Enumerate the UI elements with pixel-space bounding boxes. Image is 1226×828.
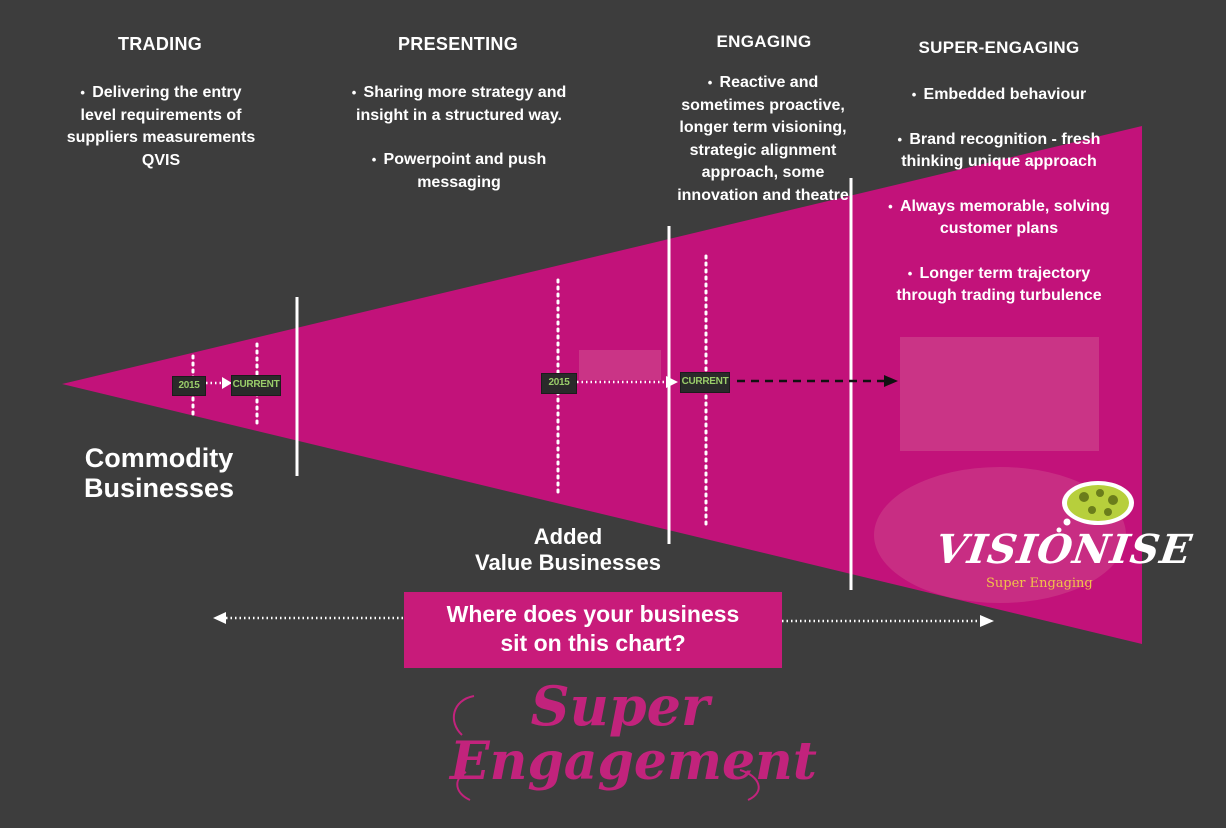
arrow-future-dashed-head	[884, 375, 898, 387]
stage-heading-presenting: PRESENTING	[397, 34, 519, 54]
stage-points-trading: Delivering the entry level requirements …	[66, 82, 256, 194]
tag-middle-2015: 2015	[541, 373, 577, 394]
tag-middle-current: CURRENT	[680, 372, 730, 393]
stage-points-presenting: Sharing more strategy and insight in a s…	[336, 82, 582, 216]
super-engaging-point-2: Brand recognition - fresh thinking uniqu…	[884, 129, 1114, 174]
question-line-2: sit on this chart?	[500, 630, 686, 656]
funnel-triangle	[62, 126, 1142, 644]
faint-highlight-small	[579, 350, 661, 380]
label-added-value-line-2: Value Businesses	[475, 550, 661, 575]
footer-ornament	[452, 695, 760, 801]
arrow-mid-markers-head	[666, 376, 678, 388]
stage-heading-engaging: ENGAGING	[716, 32, 812, 51]
trading-point-1: Delivering the entry level requirements …	[66, 82, 256, 172]
stage-heading-trading: TRADING	[117, 34, 203, 54]
engaging-point-1: Reactive and sometimes proactive, longer…	[668, 72, 858, 207]
stage-points-super-engaging: Embedded behaviour Brand recognition - f…	[884, 84, 1114, 330]
question-box: Where does your business sit on this cha…	[404, 592, 782, 668]
label-commodity-line-2: Businesses	[83, 473, 235, 503]
footer-logo-super-engagement: Super Engagement	[440, 674, 817, 816]
label-added-value-line-1: Added	[533, 524, 603, 549]
stage-points-engaging: Reactive and sometimes proactive, longer…	[668, 72, 858, 229]
super-engaging-point-4: Longer term trajectory through trading t…	[884, 263, 1114, 308]
footer-logo-line-1: Super	[530, 674, 710, 738]
range-arrow-left-head	[213, 612, 226, 624]
label-commodity-line-1: Commodity	[84, 443, 234, 473]
footer-logo-line-2: Engagement	[450, 731, 817, 792]
super-engaging-point-3: Always memorable, solving customer plans	[884, 196, 1114, 241]
presenting-point-1: Sharing more strategy and insight in a s…	[336, 82, 582, 127]
tag-left-2015: 2015	[172, 376, 206, 396]
stage-heading-super-engaging: SUPER-ENGAGING	[918, 38, 1080, 57]
brand-logo-tagline: Super Engaging	[986, 576, 1093, 591]
range-arrow-right-head	[980, 615, 994, 627]
presenting-point-2: Powerpoint and push messaging	[336, 149, 582, 194]
arrow-left-markers-head	[222, 377, 232, 389]
tag-left-current: CURRENT	[231, 375, 281, 396]
super-engaging-point-1: Embedded behaviour	[884, 84, 1114, 107]
label-commodity-businesses: Commodity Businesses	[64, 443, 254, 503]
brand-logo-wordmark: VISIONISE	[932, 526, 1196, 573]
question-line-1: Where does your business	[446, 601, 740, 627]
thought-bubble-icon	[1056, 481, 1134, 533]
faint-highlight-large	[900, 337, 1099, 451]
label-added-value-businesses: Added Value Businesses	[448, 524, 688, 576]
